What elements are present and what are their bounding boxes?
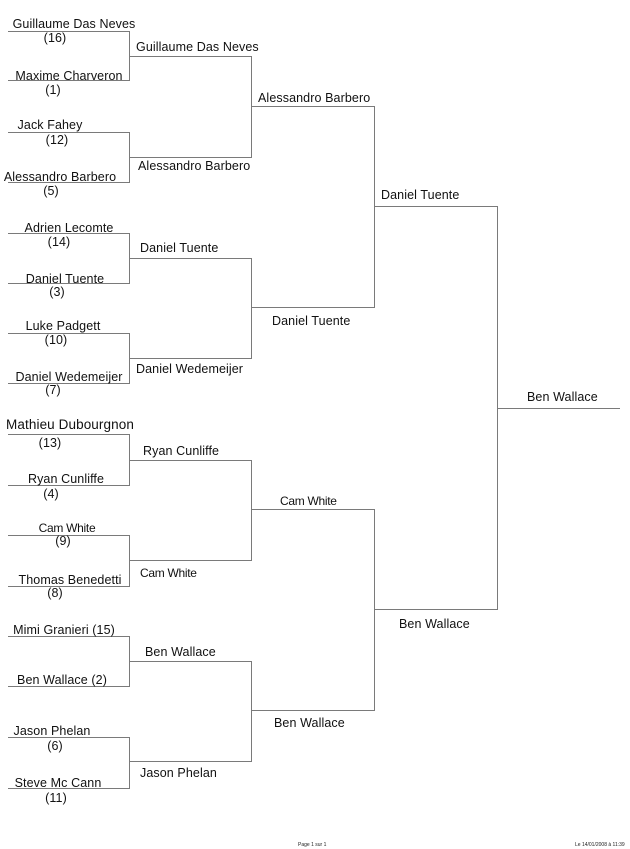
r1-player-seed: (10) <box>44 333 68 347</box>
r1-player-name: Daniel Wedemeijer <box>15 370 123 384</box>
r1-player-name: Mathieu Dubourgnon <box>6 417 134 432</box>
r2-winner: Jason Phelan <box>140 766 217 780</box>
r1-player-seed: (7) <box>45 383 61 397</box>
r4-winner: Daniel Tuente <box>381 188 460 202</box>
semifinal-connector <box>374 206 498 610</box>
r4-winner: Ben Wallace <box>399 617 470 631</box>
round3-match-connector <box>251 106 375 308</box>
r2-winner: Guillaume Das Neves <box>136 40 259 54</box>
round2-match-connector <box>129 661 252 762</box>
r1-player-seed: (3) <box>49 285 65 299</box>
r1-player-seed: (6) <box>47 739 63 753</box>
r1-player-name: Ryan Cunliffe <box>27 472 105 486</box>
r1-player-seed: (1) <box>45 83 61 97</box>
r2-winner: Ryan Cunliffe <box>143 444 220 458</box>
r1-player-seed: (12) <box>45 133 69 147</box>
r3-winner: Ben Wallace <box>274 716 345 730</box>
r1-player-seed: (5) <box>43 184 59 198</box>
r1-player-name: Mimi Granieri (15) <box>13 623 115 637</box>
round2-match-connector <box>129 56 252 158</box>
r1-player-seed: (9) <box>55 534 71 548</box>
round2-match-connector <box>129 460 252 561</box>
r1-player-name: Daniel Tuente <box>25 272 105 286</box>
r1-player-name: Luke Padgett <box>25 319 101 333</box>
r2-winner: Daniel Wedemeijer <box>136 362 244 376</box>
r3-winner: Alessandro Barbero <box>258 91 371 105</box>
r1-player-name: Maxime Charveron <box>15 69 123 83</box>
r1-player-name: Steve Mc Cann <box>14 776 102 790</box>
footer-date: Le 14/01/2008 à 11:39 <box>575 842 625 848</box>
r3-winner: Daniel Tuente <box>272 314 351 328</box>
r2-winner: Alessandro Barbero <box>138 159 251 173</box>
round1-match-connector <box>8 737 130 789</box>
r1-player-name: Alessandro Barbero <box>3 170 117 184</box>
r1-player-name: Thomas Benedetti <box>18 573 122 587</box>
r2-winner: Cam White <box>140 566 197 580</box>
round2-match-connector <box>129 258 252 359</box>
r1-player-seed: (16) <box>43 31 67 45</box>
r1-player-seed: (11) <box>45 791 67 805</box>
champion: Ben Wallace <box>527 390 598 404</box>
round3-match-connector <box>251 509 375 711</box>
r2-winner: Ben Wallace <box>145 645 216 659</box>
r3-winner: Cam White <box>280 494 337 508</box>
r2-winner: Daniel Tuente <box>140 241 219 255</box>
r1-player-name: Guillaume Das Neves <box>12 17 136 31</box>
r1-player-seed: (14) <box>47 235 71 249</box>
r1-player-seed: (13) <box>38 436 62 450</box>
r1-player-name: Jason Phelan <box>13 724 91 738</box>
footer-page-number: Page 1 sur 1 <box>298 842 327 848</box>
r1-player-name: Cam White <box>38 521 96 535</box>
r1-player-name: Jack Fahey <box>17 118 83 132</box>
r1-player-seed: (8) <box>47 586 63 600</box>
r1-player-seed: (4) <box>43 487 59 501</box>
r1-player-name: Adrien Lecomte <box>24 221 114 235</box>
r1-player-name: Ben Wallace (2) <box>17 673 107 687</box>
